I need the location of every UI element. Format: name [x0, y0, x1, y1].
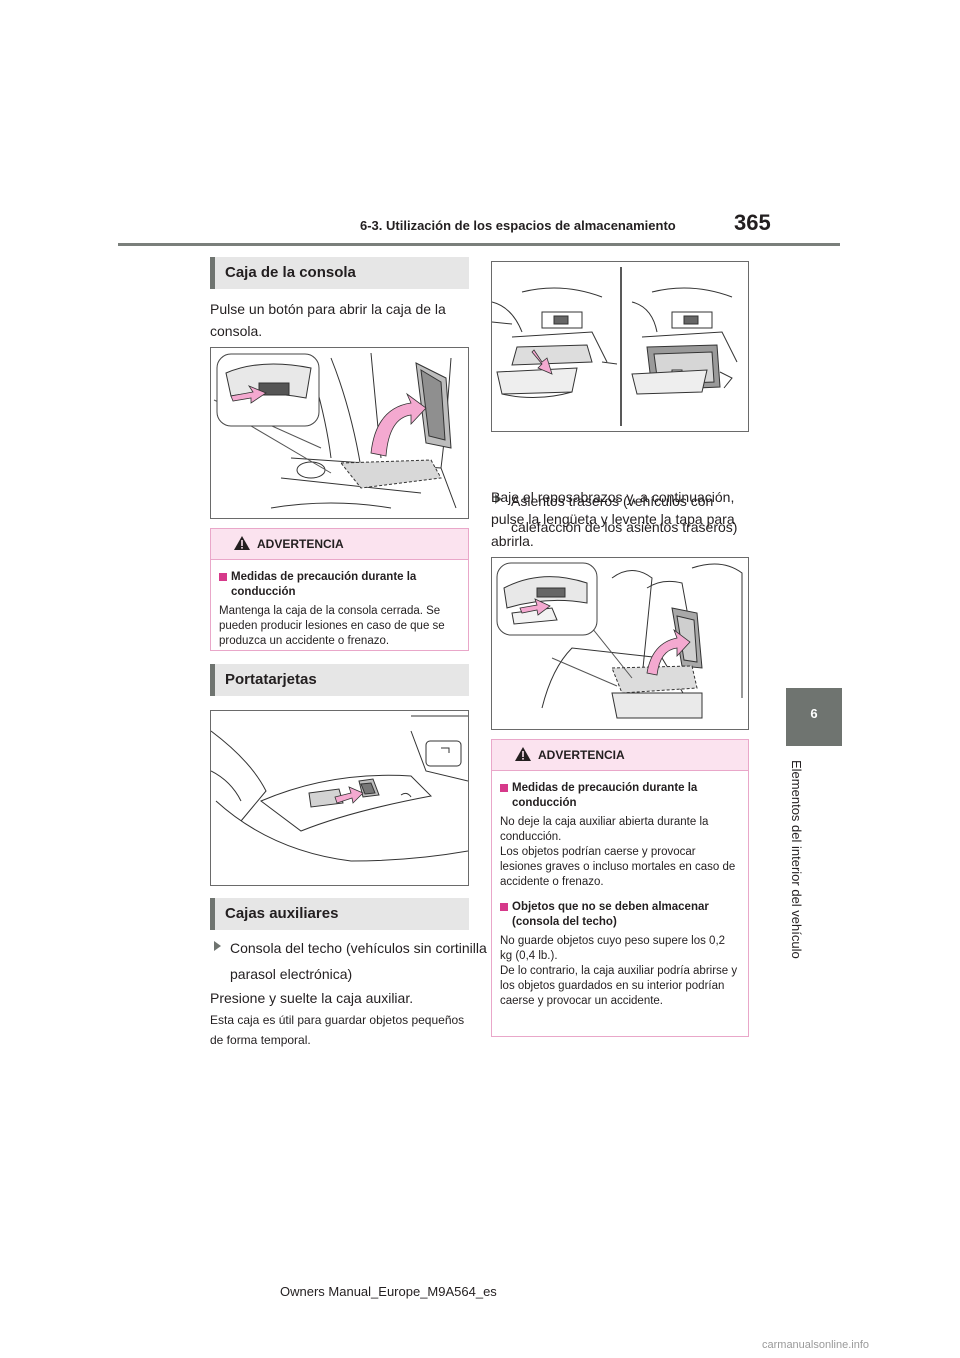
chapter-tab: [786, 688, 842, 746]
warning-header: ADVERTENCIA: [211, 529, 468, 560]
bullet-arrow-icon: [495, 494, 502, 504]
rear-seats-text: Baje el reposabrazos y, a continuación, …: [491, 489, 735, 549]
bullet-roof-console: Consola del techo (vehículos sin cortini…: [212, 935, 488, 987]
warning-header: ADVERTENCIA: [492, 740, 748, 771]
warning-text: No deje la caja auxiliar abierta durante…: [500, 816, 709, 843]
warning-label: ADVERTENCIA: [538, 748, 625, 762]
warning-box-console: ADVERTENCIA Medidas de precaución durant…: [210, 528, 469, 651]
figure-card-holder: [210, 710, 469, 886]
figure-console-box: [210, 347, 469, 519]
warning-text: De lo contrario, la caja auxiliar podría…: [500, 965, 738, 1007]
warning-icon: [234, 536, 250, 550]
aux-box-note: Esta caja es útil para guardar objetos p…: [210, 1013, 465, 1047]
aux-box-text: Presione y suelte la caja auxiliar.: [210, 990, 414, 1006]
warning-text: No guarde objetos cuyo peso supere los 0…: [500, 935, 726, 962]
section-title: 6-3. Utilización de los espacios de alma…: [360, 218, 676, 233]
watermark: carmanualsonline.info: [762, 1339, 870, 1351]
page-number: 365: [734, 210, 771, 235]
warning-label: ADVERTENCIA: [257, 537, 344, 551]
chapter-number: 6: [810, 706, 818, 721]
figure-rear-armrest: [491, 557, 749, 730]
warning-subheading-driving: Medidas de precaución durante la conducc…: [500, 781, 740, 811]
bullet-rear-seats: Asientos traseros (vehículos con calefac…: [493, 488, 769, 540]
heading-console-box: Caja de la consola: [210, 257, 469, 289]
figure-roof-console: [491, 261, 749, 432]
heading-card-holder: Portatarjetas: [210, 664, 469, 696]
warning-text: Mantenga la caja de la consola cerrada. …: [219, 605, 445, 647]
header-rule: [118, 243, 840, 246]
heading-aux-boxes: Cajas auxiliares: [210, 898, 469, 930]
warning-subheading-objects: Objetos que no se deben almacenar (conso…: [500, 900, 740, 930]
warning-box-aux: ADVERTENCIA Medidas de precaución durant…: [491, 739, 749, 1037]
warning-text: Los objetos podrían caerse y provocar le…: [500, 846, 736, 888]
warning-subheading: Medidas de precaución durante la conducc…: [219, 570, 460, 600]
warning-icon: [515, 747, 531, 761]
console-box-text: Pulse un botón para abrir la caja de la …: [210, 301, 446, 339]
chapter-label: Elementos del interior del vehículo: [789, 760, 804, 959]
footer-text: Owners Manual_Europe_M9A564_es: [280, 1284, 497, 1299]
bullet-arrow-icon: [214, 941, 221, 951]
